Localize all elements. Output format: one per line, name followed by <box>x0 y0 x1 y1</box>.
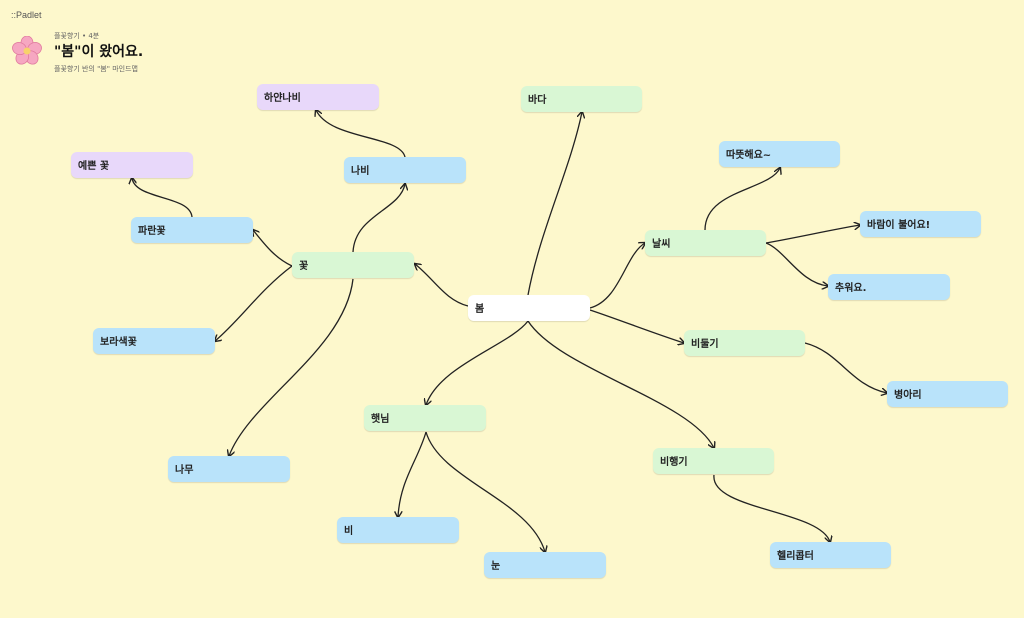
node-spring[interactable]: 봄 <box>468 295 590 321</box>
edge-sunlight-snow <box>425 431 545 552</box>
node-butterfly[interactable]: 나비 <box>344 157 466 183</box>
edge-spring-sunlight <box>426 320 529 405</box>
edge-weather-cold <box>765 242 828 286</box>
edge-airplane-helicopter <box>713 474 830 542</box>
edge-weather-warm <box>704 168 780 231</box>
node-tree[interactable]: 나무 <box>168 456 290 482</box>
edge-flower-blue-flower <box>253 230 293 267</box>
edge-sunlight-rain <box>398 431 427 517</box>
node-snow[interactable]: 눈 <box>484 552 606 578</box>
edge-pigeon-chick <box>804 342 887 393</box>
node-white-butterfly[interactable]: 하얀나비 <box>257 84 379 110</box>
board-title: "봄"이 왔어요. <box>54 44 144 60</box>
node-pretty-flower[interactable]: 예쁜 꽃 <box>71 152 193 178</box>
node-warm[interactable]: 따뜻해요~ <box>719 141 840 167</box>
node-weather[interactable]: 날씨 <box>645 230 766 256</box>
edge-flower-tree <box>229 278 354 456</box>
edge-spring-flower <box>415 264 469 307</box>
edge-spring-sea <box>527 112 582 296</box>
node-cold[interactable]: 추워요. <box>828 274 950 300</box>
node-sunlight[interactable]: 햇님 <box>364 405 486 431</box>
edge-flower-purple-flower <box>215 265 293 341</box>
node-airplane[interactable]: 비행기 <box>653 448 774 474</box>
edge-spring-pigeon <box>589 309 684 343</box>
edge-butterfly-white-butterfly <box>316 110 406 158</box>
node-helicopter[interactable]: 헬리콥터 <box>770 542 891 568</box>
padlet-logo: ::Padlet <box>11 10 42 20</box>
cherry-blossom-icon <box>12 36 42 65</box>
node-chick[interactable]: 병아리 <box>887 381 1008 407</box>
board-subtitle: 플꽃향기 반의 "봄" 마인드맵 <box>54 65 138 73</box>
edge-spring-weather <box>589 243 645 309</box>
node-pigeon[interactable]: 비둘기 <box>684 330 805 356</box>
edge-weather-windy <box>765 225 860 244</box>
node-purple-flower[interactable]: 보라색꽃 <box>93 328 215 354</box>
node-windy[interactable]: 바람이 불어요! <box>860 211 981 237</box>
node-flower[interactable]: 꽃 <box>292 252 414 278</box>
edge-blue-flower-pretty-flower <box>132 178 193 218</box>
node-rain[interactable]: 비 <box>337 517 459 543</box>
padlet-header: 플꽃향기 • 4분 "봄"이 왔어요. 플꽃향기 반의 "봄" 마인드맵 <box>12 30 312 78</box>
node-sea[interactable]: 바다 <box>521 86 642 112</box>
edge-spring-airplane <box>527 320 714 448</box>
board-meta: 플꽃향기 • 4분 <box>54 32 100 40</box>
node-blue-flower[interactable]: 파란꽃 <box>131 217 253 243</box>
edge-flower-butterfly <box>352 184 405 253</box>
